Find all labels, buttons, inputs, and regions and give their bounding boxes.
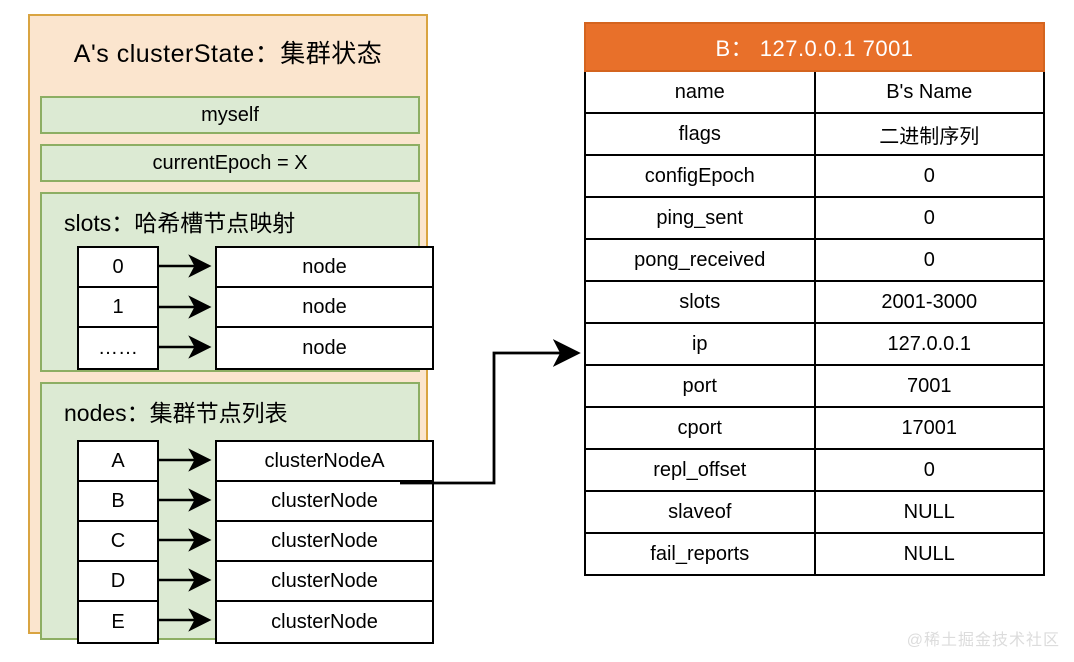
nodes-key-item: D	[79, 562, 157, 602]
nodes-key-item: E	[111, 610, 125, 633]
cluster-state-panel: A's clusterState：集群状态 myself currentEpoc…	[28, 14, 434, 644]
slots-value-item: node	[302, 336, 347, 359]
nodes-value-list: clusterNodeA clusterNode clusterNode clu…	[215, 440, 434, 644]
nodes-value-item: clusterNode	[217, 562, 432, 602]
field-repl-offset-value: 0	[813, 448, 1045, 492]
myself-label: myself	[201, 103, 259, 126]
nodes-key-item: C	[79, 522, 157, 562]
field-ping-sent-label: ping_sent	[584, 196, 816, 240]
field-slaveof-label: slaveof	[584, 490, 816, 534]
cluster-state-title: A's clusterState：集群状态	[73, 40, 383, 68]
table-row: port 7001	[584, 364, 1045, 408]
myself-field: myself	[40, 96, 420, 134]
slots-group: slots：哈希槽节点映射 0 1 …… node node node	[40, 192, 434, 372]
nodes-value-item: clusterNode	[271, 610, 378, 633]
nodes-arrow-group	[159, 448, 212, 632]
field-name-label: name	[584, 70, 816, 114]
table-row: fail_reports NULL	[584, 532, 1045, 576]
slots-key-list: 0 1 ……	[77, 246, 159, 370]
table-row: repl_offset 0	[584, 448, 1045, 492]
nodes-title: nodes：集群节点列表	[64, 400, 288, 426]
slots-value-item: node	[217, 288, 432, 328]
current-epoch-label: currentEpoch = X	[152, 151, 308, 174]
slots-value-list: node node node	[215, 246, 434, 370]
field-ip-value: 127.0.0.1	[813, 322, 1045, 366]
slots-key-item: ……	[98, 336, 138, 359]
field-ping-sent-value: 0	[813, 196, 1045, 240]
field-pong-received-value: 0	[813, 238, 1045, 282]
field-cport-value: 17001	[813, 406, 1045, 450]
slots-key-item: 0	[79, 248, 157, 288]
field-flags-value: 二进制序列	[813, 112, 1045, 156]
nodes-key-list: A B C D E	[77, 440, 159, 644]
table-row: configEpoch 0	[584, 154, 1045, 198]
table-row: slaveof NULL	[584, 490, 1045, 534]
field-slots-value: 2001-3000	[813, 280, 1045, 324]
field-fail-reports-label: fail_reports	[584, 532, 816, 576]
nodes-key-item: B	[79, 482, 157, 522]
slots-title: slots：哈希槽节点映射	[64, 210, 296, 236]
field-port-value: 7001	[813, 364, 1045, 408]
field-fail-reports-value: NULL	[813, 532, 1045, 576]
field-slots-label: slots	[584, 280, 816, 324]
node-detail-table: B： 127.0.0.1 7001 name B's Name flags 二进…	[584, 22, 1045, 576]
slots-value-item: node	[217, 248, 432, 288]
nodes-value-item: clusterNodeA	[217, 442, 432, 482]
node-detail-header: B： 127.0.0.1 7001	[584, 22, 1045, 72]
field-slaveof-value: NULL	[813, 490, 1045, 534]
nodes-group: nodes：集群节点列表 A B C D E clusterNodeA clus…	[40, 382, 434, 644]
table-row: name B's Name	[584, 70, 1045, 114]
field-name-value: B's Name	[813, 70, 1045, 114]
table-row: pong_received 0	[584, 238, 1045, 282]
table-row: ping_sent 0	[584, 196, 1045, 240]
field-configepoch-label: configEpoch	[584, 154, 816, 198]
field-configepoch-value: 0	[813, 154, 1045, 198]
node-detail-header-row: B： 127.0.0.1 7001	[584, 22, 1045, 72]
table-row: ip 127.0.0.1	[584, 322, 1045, 366]
field-flags-label: flags	[584, 112, 816, 156]
field-port-label: port	[584, 364, 816, 408]
current-epoch-field: currentEpoch = X	[40, 144, 420, 182]
field-cport-label: cport	[584, 406, 816, 450]
nodes-key-item: A	[79, 442, 157, 482]
field-repl-offset-label: repl_offset	[584, 448, 816, 492]
table-row: flags 二进制序列	[584, 112, 1045, 156]
field-pong-received-label: pong_received	[584, 238, 816, 282]
watermark: @稀土掘金技术社区	[906, 632, 1060, 649]
nodes-value-item: clusterNode	[217, 522, 432, 562]
node-b-connector	[400, 339, 581, 485]
slots-key-item: 1	[79, 288, 157, 328]
field-ip-label: ip	[584, 322, 816, 366]
slots-arrow-group	[159, 254, 212, 359]
table-row: cport 17001	[584, 406, 1045, 450]
table-row: slots 2001-3000	[584, 280, 1045, 324]
nodes-value-item: clusterNode	[217, 482, 432, 522]
